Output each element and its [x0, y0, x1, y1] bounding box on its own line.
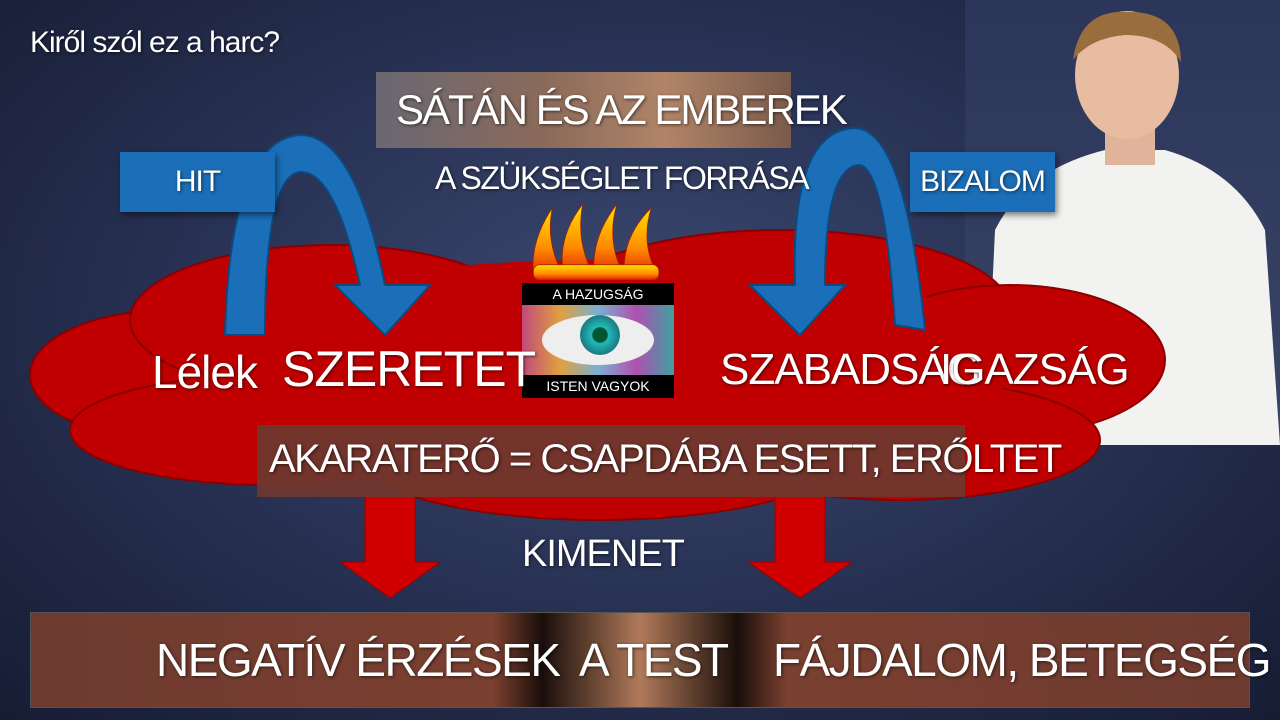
- banner-text: SÁTÁN ÉS AZ EMBEREK: [396, 86, 848, 133]
- eye-bottom-caption: ISTEN VAGYOK: [546, 378, 650, 394]
- source-text: A SZÜKSÉGLET FORRÁSA: [435, 160, 810, 196]
- bizalom-label: BIZALOM: [910, 152, 1055, 212]
- outcome-bar: NEGATÍV ÉRZÉSEK A TEST FÁJDALOM, BETEGSÉ…: [30, 612, 1272, 708]
- szeretet-text: SZERETET: [282, 341, 536, 397]
- fire-icon: [532, 204, 660, 280]
- red-down-arrows: [338, 494, 854, 599]
- right-down-arrow: [746, 494, 854, 599]
- pain-illness-text: FÁJDALOM, BETEGSÉG: [773, 634, 1272, 686]
- slide-title: Kiről szól ez a harc?: [30, 26, 280, 59]
- presenter-photo: [965, 0, 1280, 445]
- eye-top-caption: A HAZUGSÁG: [552, 286, 644, 302]
- negative-feelings-text: NEGATÍV ÉRZÉSEK: [156, 634, 561, 686]
- lelek-text: Lélek: [152, 346, 258, 398]
- igazsag-text: IGAZSÁG: [940, 345, 1130, 394]
- body-text: A TEST: [579, 634, 729, 686]
- eye-image-card: A HAZUGSÁG ISTEN VAGYOK: [522, 283, 674, 398]
- left-down-arrow: [338, 494, 442, 599]
- eye-icon: [522, 305, 674, 375]
- bizalom-curved-arrow: [747, 126, 927, 337]
- akaratero-box: AKARATERŐ = CSAPDÁBA ESETT, ERŐLTET: [257, 425, 1062, 497]
- szabadsag-text: SZABADSÁG: [720, 345, 981, 394]
- satan-banner: SÁTÁN ÉS AZ EMBEREK: [376, 72, 848, 148]
- hit-label: HIT: [120, 152, 275, 212]
- kimenet-text: KIMENET: [522, 533, 685, 575]
